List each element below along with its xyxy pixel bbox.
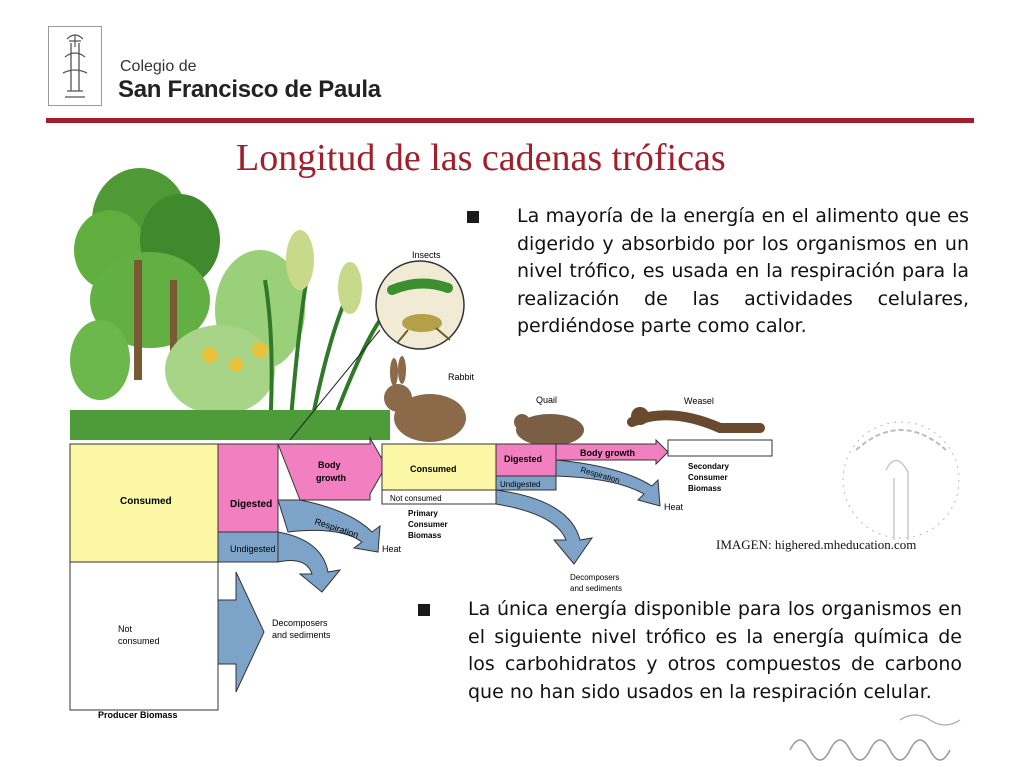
- body-growth-arrow: [277, 436, 387, 501]
- bullet-marker-1: [467, 211, 479, 223]
- label-rabbit: Rabbit: [448, 372, 475, 382]
- label-primary-undigested: Undigested: [500, 480, 540, 489]
- label-not-consumed-2: consumed: [118, 636, 160, 646]
- bullet-text-2: La única energía disponible para los org…: [468, 598, 962, 703]
- watermark-seal-icon: [842, 421, 960, 540]
- label-secondary-biomass-3: Biomass: [688, 484, 722, 493]
- label-primary-decomposers-1: Decomposers: [570, 573, 619, 582]
- primary-decomposers-arrow: [495, 489, 594, 565]
- label-body-growth-2: growth: [316, 473, 346, 483]
- label-primary-biomass-1: Primary: [408, 509, 438, 518]
- grasshopper-icon: [402, 314, 442, 332]
- bullet-marker-2: [418, 604, 430, 616]
- school-crest-icon: [48, 26, 102, 106]
- producer-not-consumed-box: [69, 561, 219, 711]
- undigested-arrow: [277, 531, 342, 593]
- label-weasel: Weasel: [684, 396, 714, 406]
- crest-drawing: [62, 34, 88, 98]
- label-primary-decomposers-2: and sediments: [570, 584, 622, 593]
- label-secondary-biomass-1: Secondary: [688, 462, 729, 471]
- vegetation-illustration: [70, 168, 390, 440]
- label-not-consumed-1: Not: [118, 624, 133, 634]
- rabbit-illustration: Rabbit: [384, 356, 475, 442]
- producer-undigested-box: [217, 531, 279, 563]
- image-credit: IMAGEN: highered.mheducation.com: [716, 537, 917, 552]
- respiration-arrow: [277, 499, 381, 553]
- label-primary-digested: Digested: [504, 454, 542, 464]
- primary-body-growth-arrow: [555, 438, 669, 466]
- label-primary-body-growth: Body growth: [580, 448, 635, 458]
- primary-undigested-box: [495, 475, 557, 491]
- label-consumed: Consumed: [120, 496, 172, 507]
- label-primary-biomass-2: Consumer: [408, 520, 448, 529]
- bullet-text-1: La mayoría de la energía en el alimento …: [517, 205, 969, 337]
- label-body-growth-1: Body: [318, 460, 341, 470]
- insects-inset: Insects: [289, 250, 465, 441]
- label-primary-consumed: Consumed: [410, 464, 457, 474]
- label-primary-biomass-3: Biomass: [408, 531, 442, 540]
- quail-weasel-illustration: Quail Weasel: [514, 395, 765, 446]
- primary-respiration-arrow: [555, 459, 661, 507]
- label-decomposers-2: and sediments: [272, 630, 331, 640]
- decomposers-arrow: [217, 571, 265, 693]
- slide-title: Longitud de las cadenas tróficas: [236, 137, 726, 179]
- producer-digested-box: [217, 443, 279, 533]
- signature-scribble-icon: [789, 714, 961, 761]
- header-divider: [46, 118, 974, 123]
- school-name-line2: San Francisco de Paula: [118, 76, 381, 103]
- label-secondary-biomass-2: Consumer: [688, 473, 728, 482]
- producer-consumed-box: [69, 443, 219, 563]
- label-producer-biomass: Producer Biomass: [98, 710, 178, 720]
- primary-digested-box: [495, 443, 557, 477]
- label-primary-heat: Heat: [664, 502, 684, 512]
- label-decomposers-1: Decomposers: [272, 618, 328, 628]
- school-name-line1: Colegio de: [120, 58, 197, 75]
- label-undigested: Undigested: [230, 544, 276, 554]
- label-insects: Insects: [412, 250, 441, 260]
- secondary-consumer-box: [667, 439, 773, 457]
- label-digested: Digested: [230, 499, 272, 510]
- label-quail: Quail: [536, 395, 557, 405]
- primary-consumed-box: [381, 443, 497, 491]
- energy-flow-diagram: Insects Rabbit Quail Weasel Consumed Dig…: [69, 168, 773, 720]
- caterpillar-icon: [387, 278, 453, 295]
- label-heat: Heat: [382, 544, 402, 554]
- label-primary-not-consumed: Not consumed: [390, 494, 442, 503]
